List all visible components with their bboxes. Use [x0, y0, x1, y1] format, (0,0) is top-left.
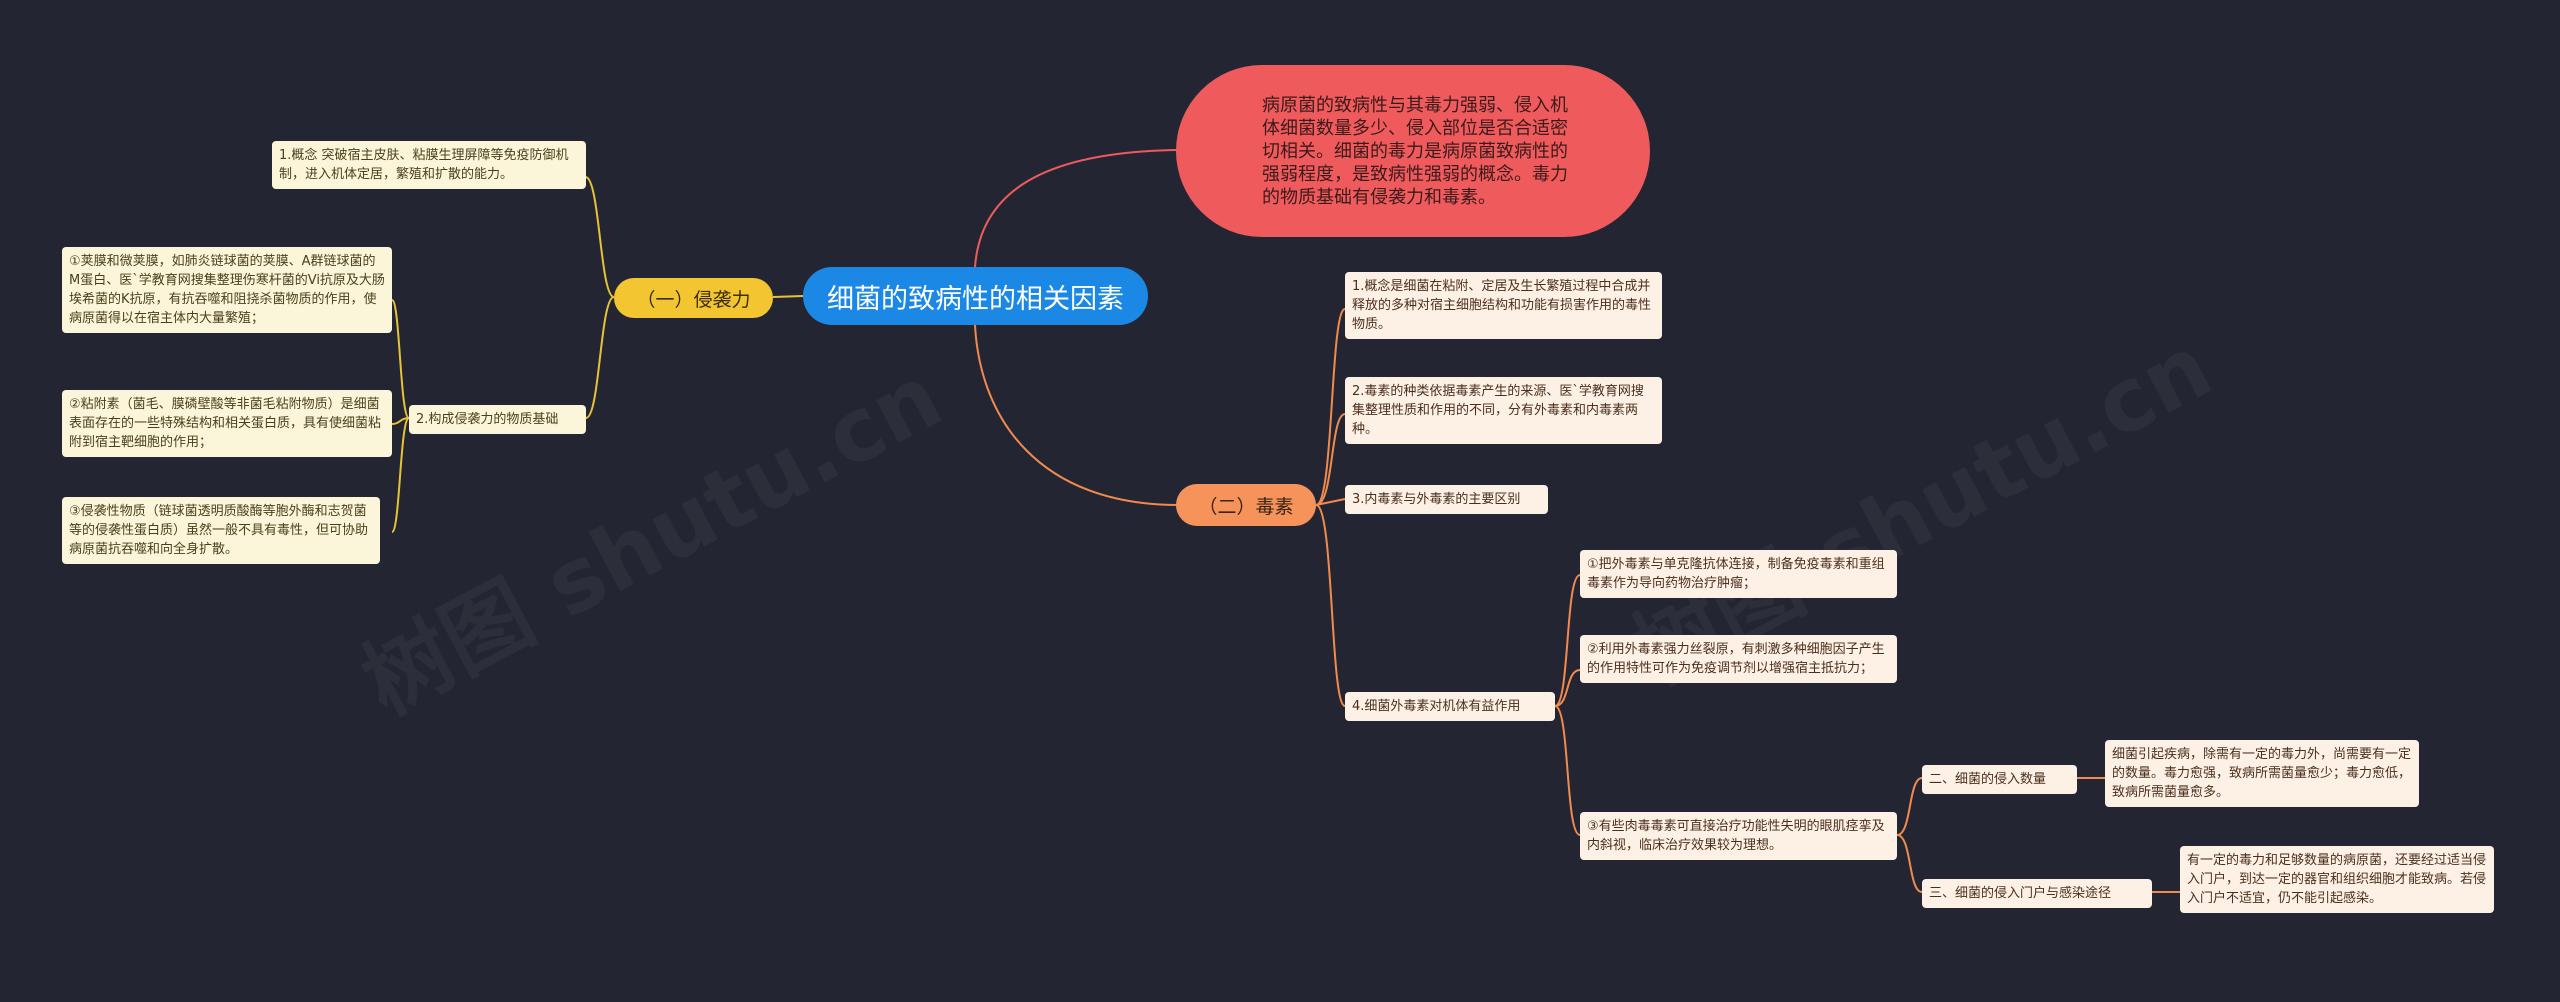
sub-invasion-portal-detail[interactable]: 有一定的毒力和足够数量的病原菌，还要经过适当侵入门户，到达一定的器官和组织细胞才… [2180, 846, 2494, 913]
benefit-item-3[interactable]: ③有些肉毒毒素可直接治疗功能性失明的眼肌痉挛及内斜视，临床治疗效果较为理想。 [1580, 812, 1897, 860]
link-toxin-item1 [1315, 308, 1346, 506]
branch-toxin[interactable]: （二）毒素 [1176, 484, 1316, 526]
link-toxin-item4 [1315, 504, 1346, 707]
link-item4-benefit1 [1554, 574, 1581, 707]
link-invasion-concept [585, 176, 615, 298]
basis-item-3[interactable]: ③侵袭性物质（链球菌透明质酸酶等胞外酶和志贺菌等的侵袭性蛋白质）虽然一般不具有毒… [62, 497, 380, 564]
link-item4-benefit3 [1554, 705, 1581, 836]
link-toxin-item2 [1315, 413, 1346, 506]
toxin-item-2[interactable]: 2.毒素的种类依据毒素产生的来源、医`学教育网搜集整理性质和作用的不同，分有外毒… [1345, 377, 1662, 444]
branch-invasion[interactable]: （一）侵袭力 [614, 278, 773, 318]
sub-invasion-portal[interactable]: 三、细菌的侵入门户与感染途径 [1922, 879, 2152, 908]
link-root-toxin [974, 324, 1179, 506]
benefit-item-1[interactable]: ①把外毒素与单克隆抗体连接，制备免疫毒素和重组毒素作为导向药物治疗肿瘤； [1580, 550, 1897, 598]
invasion-concept[interactable]: 1.概念 突破宿主皮肤、粘膜生理屏障等免疫防御机制，进入机体定居，繁殖和扩散的能… [272, 141, 586, 189]
link-root-bubble [974, 149, 1179, 268]
link-invasion-basis [585, 296, 615, 419]
root-topic[interactable]: 细菌的致病性的相关因素 [803, 267, 1148, 325]
sub-invasion-quantity[interactable]: 二、细菌的侵入数量 [1922, 765, 2077, 794]
link-item4-benefit2 [1554, 669, 1581, 707]
toxin-item-3[interactable]: 3.内毒素与外毒素的主要区别 [1345, 485, 1548, 514]
summary-text: 病原菌的致病性与其毒力强弱、侵入机体细菌数量多少、侵入部位是否合适密切相关。细菌… [1262, 94, 1568, 208]
link-root-invasion [772, 295, 804, 298]
basis-item-1[interactable]: ①荚膜和微荚膜，如肺炎链球菌的荚膜、A群链球菌的M蛋白、医`学教育网搜集整理伤寒… [62, 247, 392, 333]
link-benefit3-sub1 [1896, 777, 1923, 836]
toxin-item-4[interactable]: 4.细菌外毒素对机体有益作用 [1345, 692, 1555, 721]
link-benefit3-sub2 [1896, 834, 1923, 893]
toxin-item-1[interactable]: 1.概念是细菌在粘附、定居及生长繁殖过程中合成并释放的多种对宿主细胞结构和功能有… [1345, 272, 1662, 339]
link-toxin-item3 [1315, 498, 1346, 506]
sub-invasion-quantity-detail[interactable]: 细菌引起疾病，除需有一定的毒力外，尚需要有一定的数量。毒力愈强，致病所需菌量愈少… [2105, 740, 2419, 807]
link-basis-item3 [391, 417, 410, 533]
link-basis-item2 [391, 417, 410, 425]
summary-bubble[interactable]: 病原菌的致病性与其毒力强弱、侵入机体细菌数量多少、侵入部位是否合适密切相关。细菌… [1176, 65, 1650, 237]
benefit-item-2[interactable]: ②利用外毒素强力丝裂原，有刺激多种细胞因子产生的作用特性可作为免疫调节剂以增强宿… [1580, 635, 1897, 683]
invasion-basis[interactable]: 2.构成侵袭力的物质基础 [409, 405, 586, 434]
basis-item-2[interactable]: ②粘附素（菌毛、膜磷壁酸等非菌毛粘附物质）是细菌表面存在的一些特殊结构和相关蛋白… [62, 390, 392, 457]
link-basis-item1 [391, 299, 410, 419]
